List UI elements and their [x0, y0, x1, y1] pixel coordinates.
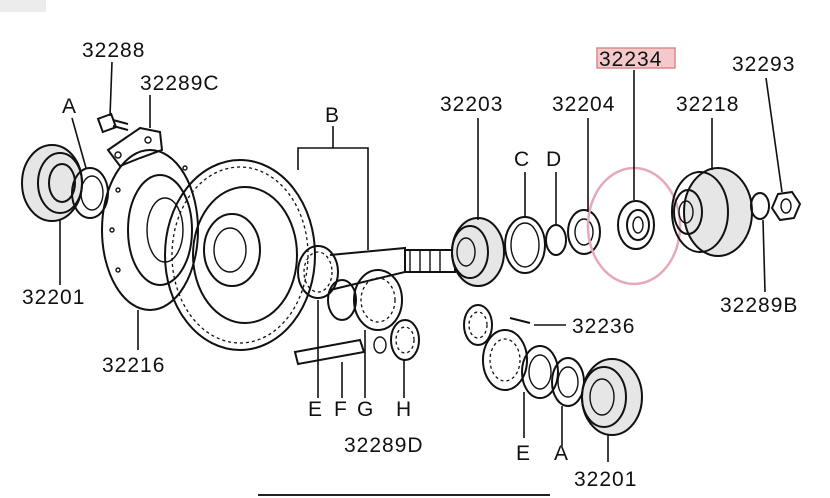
- label-32288: 32288: [82, 39, 145, 62]
- differential-case-32216[interactable]: [101, 149, 199, 311]
- label-32293: 32293: [732, 53, 795, 76]
- washer-E-left[interactable]: [327, 279, 357, 321]
- window-corner: [0, 0, 46, 12]
- label-highlight-box: [596, 47, 676, 69]
- bolt-32288[interactable]: [96, 112, 129, 134]
- label-A-bottom: A: [554, 442, 569, 465]
- pinion-lower[interactable]: [463, 304, 493, 346]
- bearing-32203[interactable]: [451, 217, 505, 287]
- spacer-C[interactable]: [504, 216, 546, 274]
- label-32216: 32216: [102, 354, 165, 377]
- thrust-pin-32236[interactable]: [509, 317, 531, 324]
- label-32236: 32236: [572, 315, 635, 338]
- label-E-left: E: [308, 398, 323, 421]
- label-32289B: 32289B: [720, 294, 798, 317]
- pinion-H[interactable]: [390, 319, 420, 361]
- washer-G[interactable]: [373, 336, 387, 354]
- label-B: B: [325, 104, 340, 127]
- bearing-32201-left[interactable]: [21, 144, 83, 222]
- label-32234: 32234: [599, 48, 662, 71]
- label-32203: 32203: [440, 93, 503, 116]
- bearing-32204[interactable]: [567, 209, 601, 255]
- shim-D[interactable]: [545, 224, 567, 256]
- washer-E-right[interactable]: [521, 345, 559, 399]
- label-C: C: [514, 148, 530, 171]
- label-E-right: E: [516, 442, 531, 465]
- label-32289D: 32289D: [344, 434, 424, 457]
- bearing-32201-right[interactable]: [581, 358, 643, 436]
- lock-plate-32289C[interactable]: [106, 126, 164, 168]
- oil-seal-32234[interactable]: [617, 200, 655, 250]
- bottom-rule: [258, 494, 550, 496]
- leader-lines: [59, 61, 783, 462]
- label-G: G: [357, 398, 374, 421]
- side-gear-G[interactable]: [353, 269, 403, 331]
- label-32218: 32218: [676, 93, 739, 116]
- label-32201-right: 32201: [574, 468, 637, 491]
- ring-gear[interactable]: [164, 159, 316, 351]
- side-gear-lower[interactable]: [482, 329, 528, 391]
- label-H: H: [396, 398, 412, 421]
- label-32204: 32204: [552, 93, 615, 116]
- part-labels: 32288 32289C A B 32201 32216 32203 C D 3…: [22, 39, 798, 491]
- label-32201-left: 32201: [22, 286, 85, 309]
- label-32289C: 32289C: [140, 72, 220, 95]
- drive-pinion[interactable]: [297, 245, 456, 299]
- nut-32293[interactable]: [770, 190, 802, 222]
- label-D: D: [546, 148, 562, 171]
- label-F: F: [334, 398, 348, 421]
- pinion-shaft-F[interactable]: [293, 338, 366, 366]
- label-A-top: A: [62, 95, 77, 118]
- washer-32289B[interactable]: [750, 192, 770, 220]
- companion-flange-32218[interactable]: [671, 167, 753, 257]
